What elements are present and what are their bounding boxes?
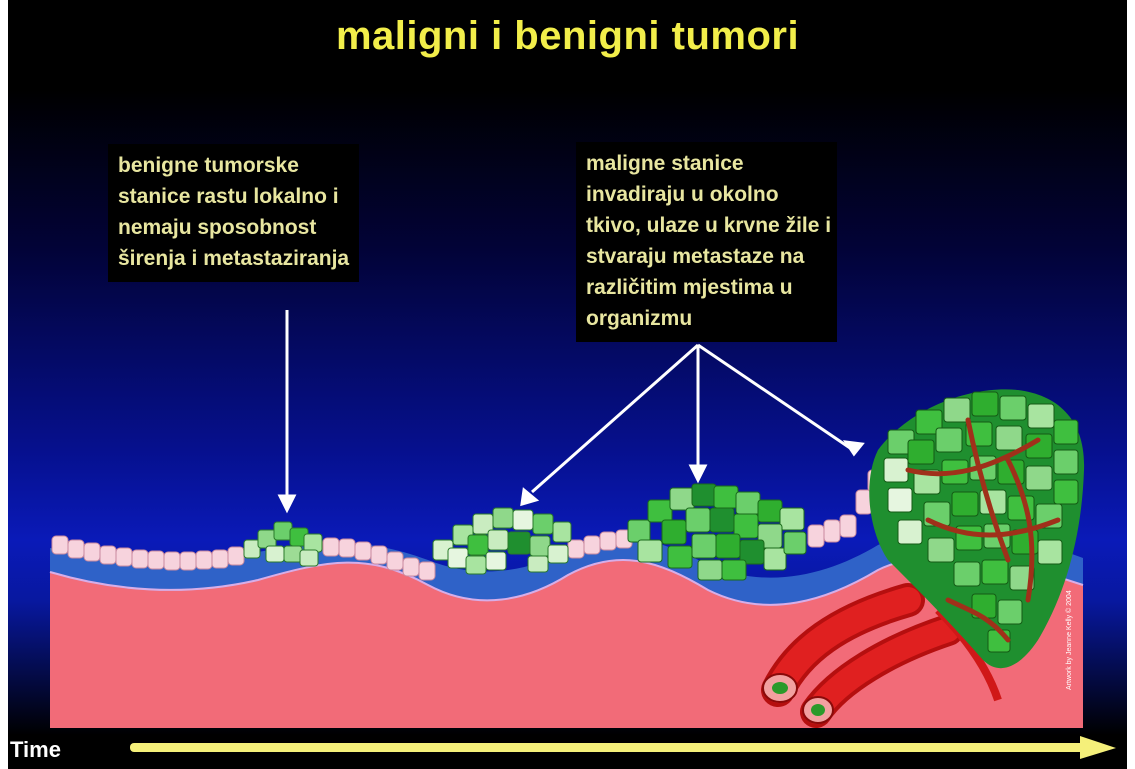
- benign-caption: benigne tumorske stanice rastu lokalno i…: [108, 144, 359, 282]
- diagram-canvas: maligni i benigni tumori benigne tumorsk…: [8, 0, 1127, 769]
- page-title: maligni i benigni tumori: [8, 14, 1127, 59]
- tumor-growth-illustration: [8, 0, 1127, 769]
- malignant-pointer-line-1: [532, 345, 698, 492]
- time-label: Time: [10, 737, 61, 763]
- artwork-credit: Artwork by Jeanne Kelly © 2004: [1066, 590, 1073, 690]
- time-arrow: [130, 736, 1116, 759]
- malignant-pointer-line-3: [698, 345, 850, 448]
- malignant-caption: maligne stanice invadiraju u okolno tkiv…: [576, 142, 837, 342]
